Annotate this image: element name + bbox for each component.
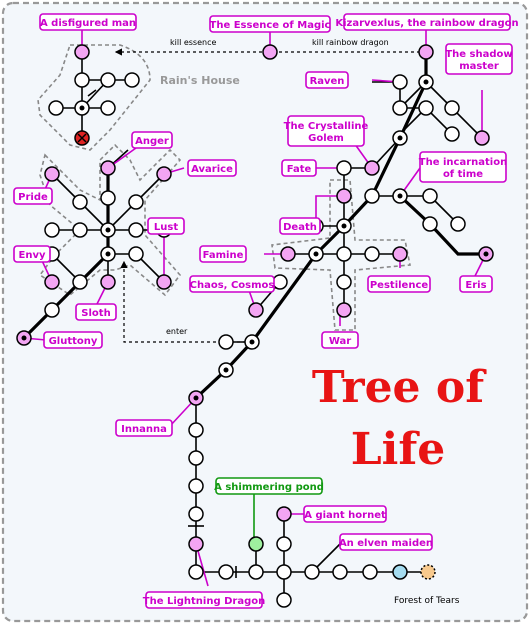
svg-text:Golem: Golem bbox=[308, 133, 344, 144]
svg-text:master: master bbox=[459, 61, 499, 72]
svg-text:War: War bbox=[329, 336, 351, 347]
svg-text:Pestilence: Pestilence bbox=[370, 280, 429, 291]
svg-text:Avarice: Avarice bbox=[191, 164, 233, 175]
label-essence-of-magic: The Essence of Magic bbox=[209, 15, 331, 33]
label-incarnation-of-time: The incarnation of time bbox=[419, 151, 507, 183]
svg-text:The incarnation: The incarnation bbox=[419, 157, 507, 168]
label-lust: Lust bbox=[147, 217, 185, 235]
label-fate: Fate bbox=[281, 159, 317, 177]
label-gluttony: Gluttony bbox=[43, 331, 103, 349]
gate-ticks bbox=[87, 89, 237, 578]
svg-text:of time: of time bbox=[443, 169, 483, 180]
svg-text:A shimmering pond: A shimmering pond bbox=[214, 482, 324, 493]
label-avarice: Avarice bbox=[187, 159, 237, 177]
svg-text:Death: Death bbox=[283, 222, 317, 233]
label-shimmering-pond: A shimmering pond bbox=[214, 477, 324, 495]
label-raven: Raven bbox=[305, 71, 349, 89]
label-giant-hornet: A giant hornet bbox=[303, 505, 387, 523]
svg-text:The shadow: The shadow bbox=[445, 49, 512, 60]
label-war: War bbox=[321, 331, 359, 349]
svg-text:Famine: Famine bbox=[203, 250, 244, 261]
label-disfigured-man: A disfigured man bbox=[39, 13, 137, 31]
dashed-paths bbox=[114, 48, 420, 343]
annotation-rains-house: Rain's House bbox=[160, 74, 240, 87]
svg-text:Raven: Raven bbox=[310, 76, 345, 87]
svg-text:A giant hornet: A giant hornet bbox=[304, 510, 386, 521]
svg-text:Chaos, Cosmos: Chaos, Cosmos bbox=[190, 280, 275, 291]
annotation-forest-of-tears: Forest of Tears bbox=[394, 596, 460, 606]
label-crystalline-golem: The Crystalline Golem bbox=[284, 115, 369, 147]
label-innanna: Innanna bbox=[115, 419, 173, 437]
label-elven-maiden: An elven maiden bbox=[339, 533, 433, 551]
title-line-2: Life bbox=[351, 424, 446, 475]
label-death: Death bbox=[279, 217, 321, 235]
sins-group-outline bbox=[38, 143, 182, 297]
nodes bbox=[16, 44, 494, 608]
svg-text:The Lightning Dragon: The Lightning Dragon bbox=[143, 596, 266, 607]
svg-text:Sloth: Sloth bbox=[81, 308, 110, 319]
svg-text:Anger: Anger bbox=[135, 136, 169, 147]
label-kizarvexlus: Kizarvexlus, the rainbow dragon bbox=[335, 13, 519, 31]
svg-text:A disfigured man: A disfigured man bbox=[40, 18, 136, 29]
annotation-enter: enter bbox=[166, 327, 188, 336]
label-envy: Envy bbox=[13, 245, 51, 263]
svg-text:Gluttony: Gluttony bbox=[49, 336, 98, 347]
label-lightning-dragon: The Lightning Dragon bbox=[143, 591, 266, 609]
svg-text:Fate: Fate bbox=[287, 164, 312, 175]
label-pestilence: Pestilence bbox=[367, 275, 431, 293]
label-shadow-master: The shadow master bbox=[445, 43, 513, 75]
rains-house-outline bbox=[37, 44, 151, 151]
label-chaos-cosmos: Chaos, Cosmos bbox=[189, 275, 275, 293]
annotation-kill-rainbow-dragon: kill rainbow dragon bbox=[312, 38, 389, 47]
svg-text:Pride: Pride bbox=[18, 192, 48, 203]
svg-text:Kizarvexlus, the rainbow drago: Kizarvexlus, the rainbow dragon bbox=[335, 18, 518, 29]
horsemen-group-outline bbox=[271, 179, 411, 331]
svg-text:Lust: Lust bbox=[154, 222, 178, 233]
label-eris: Eris bbox=[459, 275, 493, 293]
annotation-kill-essence: kill essence bbox=[170, 38, 216, 47]
label-sloth: Sloth bbox=[75, 303, 117, 321]
label-anger: Anger bbox=[131, 131, 173, 149]
group-outlines bbox=[37, 44, 411, 331]
svg-text:Eris: Eris bbox=[465, 280, 486, 291]
label-pride: Pride bbox=[13, 187, 53, 205]
label-famine: Famine bbox=[199, 245, 247, 263]
svg-text:Innanna: Innanna bbox=[121, 424, 167, 435]
svg-text:The Essence of Magic: The Essence of Magic bbox=[210, 20, 331, 31]
title-line-1: Tree of bbox=[312, 362, 487, 413]
svg-text:An elven maiden: An elven maiden bbox=[339, 538, 433, 549]
svg-text:Envy: Envy bbox=[19, 250, 46, 261]
svg-text:The Crystalline: The Crystalline bbox=[284, 121, 369, 132]
